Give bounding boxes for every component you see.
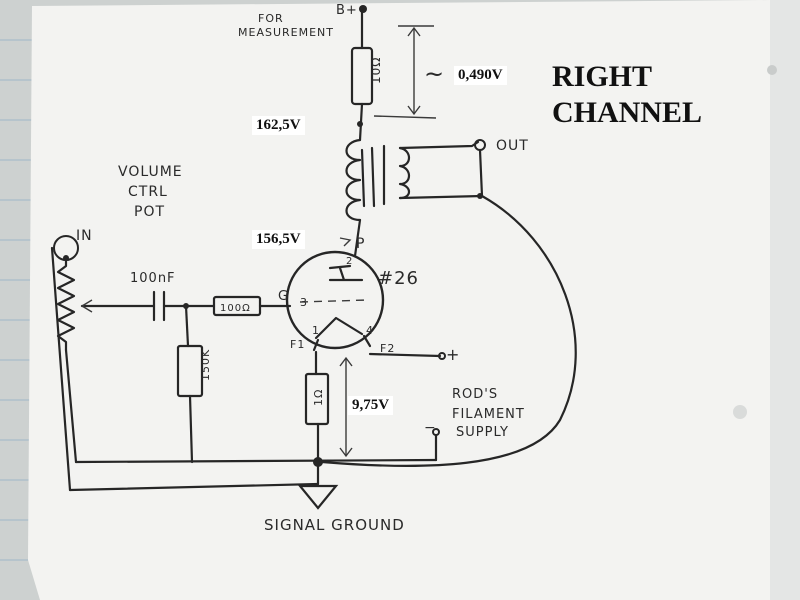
ground-symbol — [297, 484, 339, 510]
approx-symbol: ~ — [424, 60, 445, 88]
f1-pin-label: F1 — [290, 338, 305, 351]
supply-label: SUPPLY — [456, 425, 509, 440]
in-label: IN — [76, 228, 93, 244]
resistor-drop-voltage: 0,490V — [454, 66, 507, 85]
punch-hole — [733, 405, 747, 419]
paper-sheet — [28, 0, 800, 600]
measurement-label: MEASUREMENT — [238, 26, 334, 39]
pin-3: 3 — [300, 296, 308, 309]
paper-right-edge — [770, 0, 800, 600]
tube-envelope — [285, 250, 385, 350]
output-return-loop — [320, 194, 577, 468]
transformer-secondary — [398, 146, 411, 200]
out-terminal — [474, 139, 486, 151]
title-line-2: CHANNEL — [552, 96, 703, 129]
plate-pin-label: P — [356, 236, 365, 252]
b-plus-voltage: 162,5V — [252, 116, 305, 135]
out-label: OUT — [496, 138, 529, 154]
minus-label: − — [424, 420, 437, 436]
tube-label: #26 — [378, 268, 419, 289]
plate-voltage: 156,5V — [252, 230, 305, 249]
pin-1: 1 — [312, 324, 320, 337]
signal-ground-label: SIGNAL GROUND — [264, 516, 405, 534]
b-plus-terminal — [359, 5, 367, 13]
pin-4: 4 — [366, 324, 374, 337]
plus-label: + — [446, 345, 460, 364]
grid-pin-label: G — [278, 289, 289, 304]
cathode-voltage: 9,75V — [348, 396, 394, 415]
punch-hole — [767, 65, 777, 75]
volume-label: VOLUME — [118, 164, 183, 180]
plate-resistor-value: 10Ω — [369, 57, 383, 84]
grid-resistor-value: 100Ω — [220, 303, 251, 314]
rods-label: ROD'S — [452, 387, 498, 402]
pot-label: POT — [134, 204, 165, 220]
capacitor-value: 100nF — [130, 271, 176, 286]
cathode-resistor-value: 1Ω — [312, 389, 325, 406]
grid-leak-value: 150K — [199, 349, 212, 381]
filament-label: FILAMENT — [452, 407, 525, 422]
filament-plus-terminal — [438, 352, 446, 360]
for-label: FOR — [258, 12, 284, 25]
pin-2: 2 — [346, 256, 353, 267]
b-plus-label: B+ — [336, 3, 358, 18]
ctrl-label: CTRL — [128, 184, 168, 200]
title-line-1: RIGHT — [552, 60, 653, 93]
transformer-primary — [345, 138, 362, 222]
f2-pin-label: F2 — [380, 342, 395, 355]
